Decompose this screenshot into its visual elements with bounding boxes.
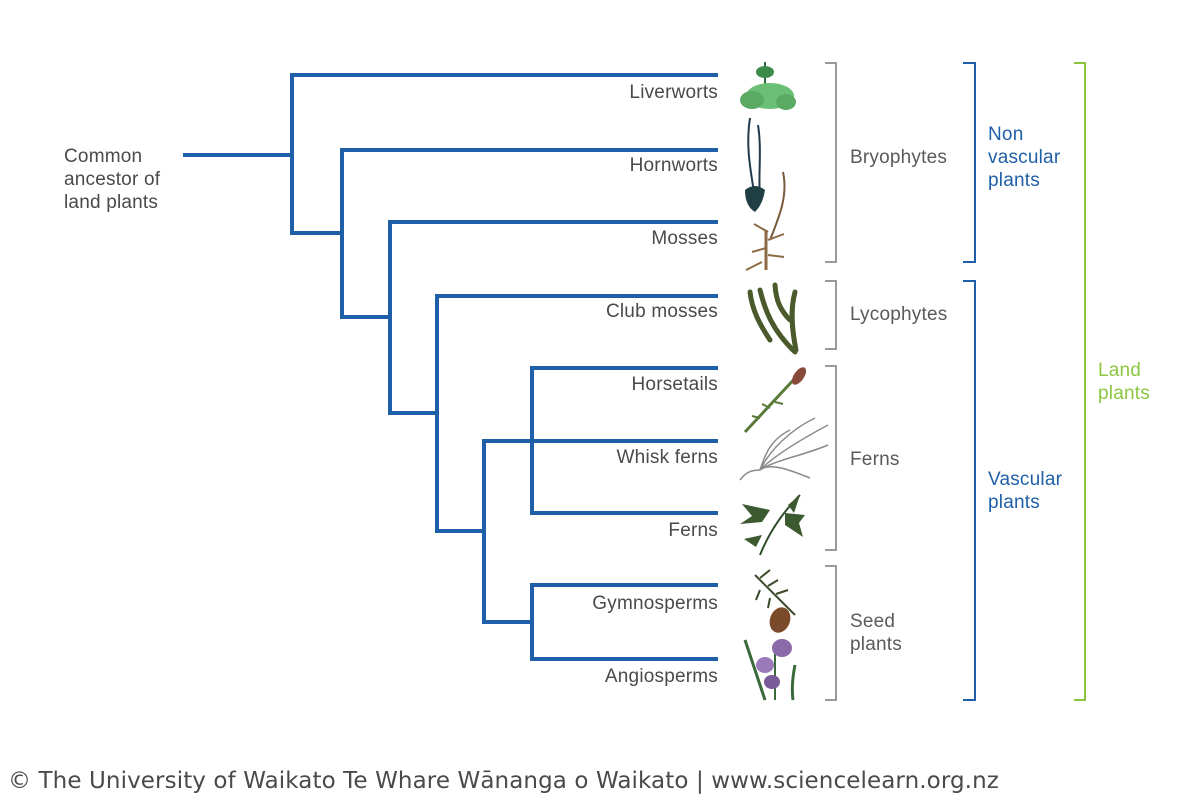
clade-label-vascular: Vascular plants <box>988 469 1063 513</box>
clade-brackets <box>963 62 976 701</box>
whisk-fern-illustration <box>739 417 829 481</box>
group-brackets <box>825 62 837 701</box>
group-label-bryophytes: Bryophytes <box>850 147 948 168</box>
ferns-bracket <box>825 365 837 551</box>
bryophytes-bracket <box>825 62 837 263</box>
taxon-label-liverworts: Liverworts <box>629 82 718 103</box>
taxon-label-mosses: Mosses <box>651 228 718 249</box>
taxon-label-club-mosses: Club mosses <box>605 301 718 322</box>
taxon-label-angiosperms: Angiosperms <box>604 666 718 687</box>
common-ancestor-label: Common ancestor of land plants <box>64 146 161 213</box>
vascular-bracket <box>963 280 976 701</box>
taxon-label-horsetails: Horsetails <box>631 374 718 395</box>
horsetail-illustration <box>743 367 807 434</box>
clade-label-land-plants: Land plants <box>1098 360 1150 404</box>
lycophytes-bracket <box>825 280 837 350</box>
taxon-label-ferns: Ferns <box>668 520 718 541</box>
land-plants-bracket <box>1074 62 1086 701</box>
tree-branches <box>183 73 718 661</box>
taxon-label-hornworts: Hornworts <box>629 155 718 176</box>
hornwort-illustration <box>745 117 765 212</box>
moss-illustration <box>745 171 786 271</box>
liverwort-illustration <box>740 62 796 110</box>
clade-label-non-vascular: Non vascular plants <box>988 124 1061 191</box>
fern-illustration <box>740 494 805 556</box>
angiosperm-illustration <box>743 639 797 701</box>
group-label-lycophytes: Lycophytes <box>850 304 948 325</box>
gymnosperm-illustration <box>754 569 796 633</box>
seed-plants-bracket <box>825 565 837 701</box>
non-vascular-bracket <box>963 62 976 263</box>
copyright-footer: © The University of Waikato Te Whare Wān… <box>8 768 999 794</box>
taxon-label-whisk-ferns: Whisk ferns <box>616 447 718 468</box>
group-label-seed-plants: Seed plants <box>850 611 902 655</box>
taxon-label-gymnosperms: Gymnosperms <box>592 593 718 614</box>
group-label-ferns: Ferns <box>850 449 900 470</box>
club-moss-illustration <box>747 282 799 355</box>
